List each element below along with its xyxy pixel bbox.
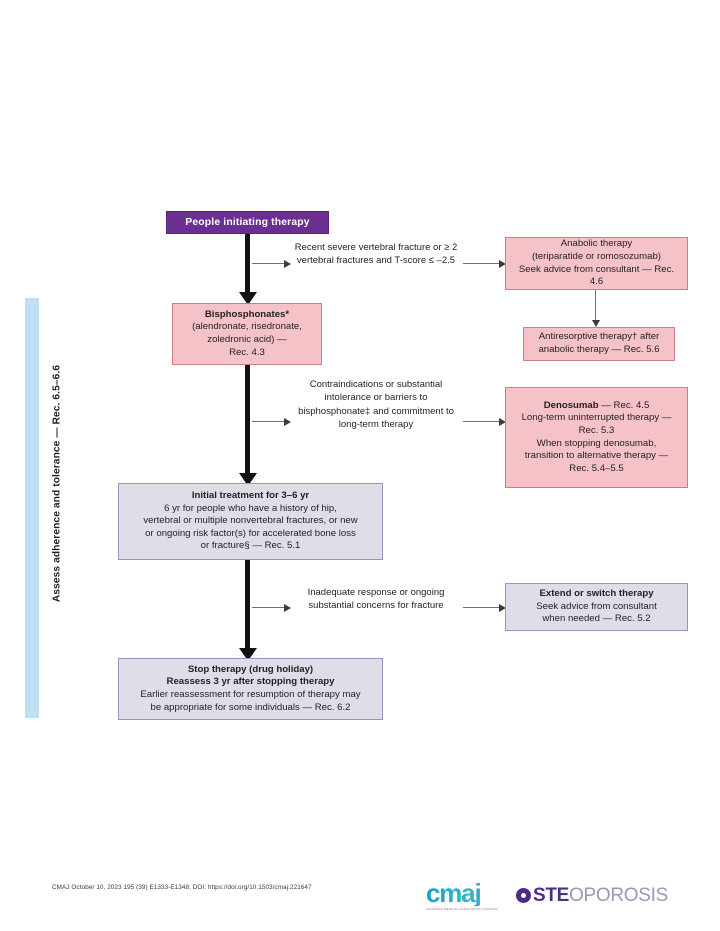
branch-line-vertebral-left [252, 263, 285, 265]
spine-arrowhead-1 [238, 292, 257, 305]
node-stop-title2: Reassess 3 yr after stopping therapy [166, 676, 335, 688]
node-antiresorptive-line1: Antiresorptive therapy† after [538, 331, 660, 343]
osteoporosis-bold-part: STE [532, 885, 570, 906]
branch-line-contraind-right [463, 421, 500, 423]
branch-line-contraind-left [252, 421, 285, 423]
target-circle-icon [515, 888, 531, 903]
branch-contraind-line5: long-term therapy [338, 419, 414, 431]
node-antiresorptive-therapy[interactable]: Antiresorptive therapy† after anabolic t… [523, 327, 675, 361]
footer-logos: cmaj CANADIAN MEDICAL ASSOCIATION JOURNA… [426, 880, 668, 911]
node-antiresorptive-line2: anabolic therapy — Rec. 5.6 [538, 344, 660, 355]
node-initial-line1: 6 yr for people who have a history of hi… [164, 502, 337, 514]
node-bisphosphonates-line2: zoledronic acid) — [207, 334, 287, 345]
branch-vertebral-line1: Recent severe vertebral fracture [294, 242, 431, 253]
node-denosumab-line3: When stopping denosumab, [536, 437, 657, 449]
assess-adherence-label: Assess adherence and tolerance — Rec. 6.… [51, 364, 63, 603]
spine-arrowhead-3 [238, 648, 257, 661]
node-start-title: People initiating therapy [185, 216, 310, 228]
node-people-initiating-therapy[interactable]: People initiating therapy [166, 211, 329, 234]
branch-arrowhead-contraind-left [284, 417, 291, 426]
node-initial-line2: vertebral or multiple nonvertebral fract… [143, 515, 358, 527]
node-denosumab-title-row: Denosumab — Rec. 4.5 [513, 400, 680, 413]
branch-contraind-line2: substantial intolerance or [324, 379, 443, 404]
node-denosumab[interactable]: Denosumab — Rec. 4.5 Long-term uninterru… [505, 387, 688, 488]
node-denosumab-line1: Long-term uninterrupted therapy — [521, 412, 672, 424]
node-denosumab-line4: transition to alternative therapy — [524, 450, 669, 462]
osteoporosis-logo: STE OPOROSIS [515, 885, 668, 906]
node-bisphosphonates-title: Bisphosphonates* [204, 308, 290, 320]
node-anabolic-line3: Seek advice from consultant — Rec. 4.6 [518, 263, 675, 288]
cmaj-tagline: CANADIAN MEDICAL ASSOCIATION JOURNAL [426, 907, 498, 911]
branch-contraind-line4: and commitment to [373, 405, 454, 417]
branch-arrowhead-contraind-right [499, 417, 506, 426]
node-anabolic-line2: (teriparatide or romosozumab) [531, 250, 662, 262]
branch-arrowhead-vertebral-right [499, 259, 506, 268]
branch-inadequate-line1: Inadequate response [307, 587, 397, 598]
branch-line-inadequate-right [463, 607, 500, 609]
assess-adherence-band: Assess adherence and tolerance — Rec. 6.… [25, 298, 63, 718]
node-anabolic-therapy[interactable]: Anabolic therapy (teriparatide or romoso… [505, 237, 688, 290]
connector-anabolic-to-antiresorptive [595, 290, 597, 321]
branch-arrowhead-inadequate-right [499, 603, 506, 612]
node-denosumab-title: Denosumab [543, 399, 599, 411]
node-stop-line1: Earlier reassessment for resumption of t… [140, 689, 361, 700]
branch-contraind-line1: Contraindications or [309, 379, 395, 390]
node-extend-title: Extend or switch therapy [539, 588, 654, 600]
node-extend-or-switch-therapy[interactable]: Extend or switch therapy Seek advice fro… [505, 583, 688, 631]
branch-line-inadequate-left [252, 607, 285, 609]
spine-segment-3 [245, 560, 250, 652]
cmaj-logo: cmaj CANADIAN MEDICAL ASSOCIATION JOURNA… [426, 880, 498, 911]
branch-contraind-line3: barriers to bisphosphonate‡ [298, 392, 428, 417]
cmaj-wordmark: cmaj [426, 880, 498, 906]
node-initial-line3: or ongoing risk factor(s) for accelerate… [145, 527, 356, 539]
branch-inadequate-line2: or ongoing substantial [308, 587, 445, 612]
branch-label-contraindications: Contraindications or substantial intoler… [292, 378, 460, 432]
node-bisphosphonates[interactable]: Bisphosphonates* (alendronate, risedrona… [172, 303, 322, 365]
branch-line-vertebral-right [463, 263, 500, 265]
branch-label-inadequate: Inadequate response or ongoing substanti… [292, 586, 460, 613]
spine-segment-1 [245, 234, 250, 296]
node-initial-title: Initial treatment for 3–6 yr [191, 489, 310, 501]
node-denosumab-line5: Rec. 5.4–5.5 [569, 462, 624, 474]
node-extend-line2: when needed — Rec. 5.2 [542, 613, 651, 625]
node-stop-title1: Stop therapy (drug holiday) [187, 663, 314, 675]
node-denosumab-title-tail: — Rec. 4.5 [598, 399, 650, 411]
node-stop-therapy[interactable]: Stop therapy (drug holiday) Reassess 3 y… [118, 658, 383, 720]
branch-vertebral-line2: or ≥ 2 vertebral fractures [296, 242, 458, 267]
node-anabolic-line1: Anabolic therapy [560, 238, 633, 250]
spine-arrowhead-2 [238, 473, 257, 486]
branch-arrowhead-inadequate-left [284, 603, 291, 612]
node-denosumab-line2: Rec. 5.3 [578, 424, 615, 436]
citation-text: CMAJ October 10, 2023 195 (39) E1333-E13… [52, 884, 312, 891]
node-bisphosphonates-line3: Rec. 4.3 [229, 346, 265, 358]
node-extend-line1: Seek advice from consultant [536, 600, 657, 612]
branch-label-vertebral: Recent severe vertebral fracture or ≥ 2 … [292, 241, 460, 268]
node-stop-line2: be appropriate for some individuals — Re… [150, 701, 351, 713]
branch-inadequate-line3: concerns for fracture [356, 600, 444, 612]
osteoporosis-light-part: OPOROSIS [569, 885, 668, 906]
branch-arrowhead-vertebral-left [284, 259, 291, 268]
node-initial-line4: or fracture§ — Rec. 5.1 [200, 540, 301, 552]
node-initial-treatment[interactable]: Initial treatment for 3–6 yr 6 yr for pe… [118, 483, 383, 560]
node-bisphosphonates-line1: (alendronate, risedronate, [192, 321, 302, 333]
branch-vertebral-line3: and T-score ≤ –2.5 [376, 255, 456, 267]
spine-segment-2 [245, 365, 250, 477]
connector-arrowhead-antiresorptive [591, 320, 600, 327]
